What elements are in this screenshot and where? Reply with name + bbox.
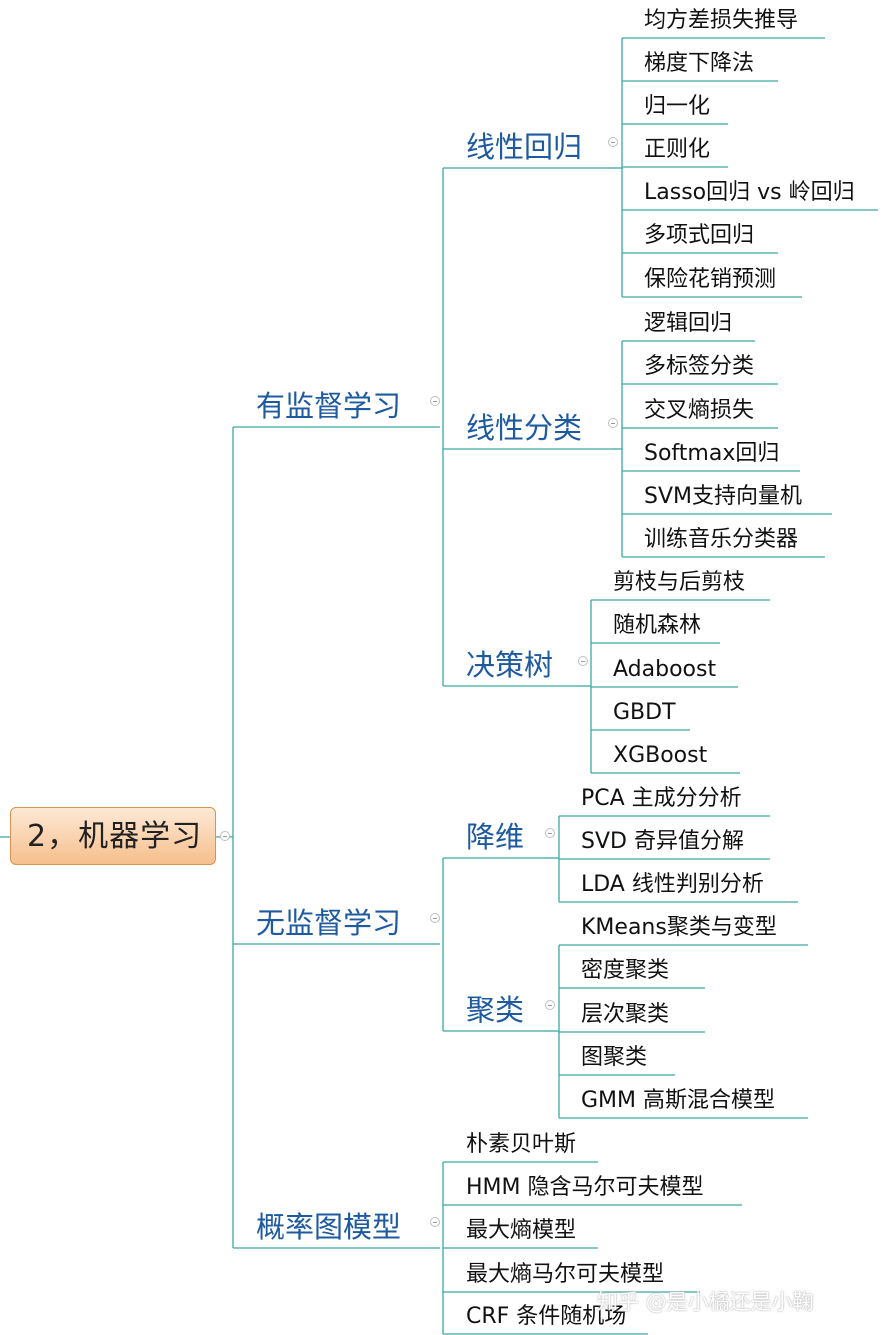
group-node[interactable]: 决策树 <box>466 648 554 682</box>
leaf-node[interactable]: 归一化 <box>644 94 711 119</box>
leaf-node[interactable]: 保险花销预测 <box>644 267 777 292</box>
leaf-node[interactable]: 剪枝与后剪枝 <box>613 570 746 595</box>
leaf-node[interactable]: SVD 奇异值分解 <box>581 829 744 854</box>
leaf-node[interactable]: GBDT <box>613 700 676 725</box>
collapse-toggle-group[interactable] <box>545 1000 555 1010</box>
leaf-node[interactable]: 图聚类 <box>581 1045 648 1070</box>
leaf-node[interactable]: 梯度下降法 <box>644 51 755 76</box>
branch-node[interactable]: 概率图模型 <box>256 1210 402 1244</box>
leaf-node[interactable]: 交叉熵损失 <box>644 398 755 423</box>
collapse-toggle-group[interactable] <box>545 828 555 838</box>
watermark: 知乎 @是小橘还是小鞠 <box>597 1290 814 1314</box>
leaf-node[interactable]: HMM 隐含马尔可夫模型 <box>466 1175 704 1200</box>
collapse-toggle-root[interactable] <box>220 831 230 841</box>
leaf-node[interactable]: 多项式回归 <box>644 223 755 248</box>
leaf-node[interactable]: KMeans聚类与变型 <box>581 915 777 940</box>
collapse-toggle-group[interactable] <box>578 656 588 666</box>
leaf-node[interactable]: 随机森林 <box>613 613 702 638</box>
leaf-node[interactable]: 密度聚类 <box>581 958 670 983</box>
group-node[interactable]: 降维 <box>466 820 525 854</box>
leaf-node[interactable]: 均方差损失推导 <box>644 8 799 33</box>
branch-node[interactable]: 无监督学习 <box>256 906 402 940</box>
leaf-node[interactable]: GMM 高斯混合模型 <box>581 1088 776 1113</box>
leaf-node[interactable]: LDA 线性判别分析 <box>581 872 764 897</box>
collapse-toggle-group[interactable] <box>608 137 618 147</box>
leaf-node[interactable]: Adaboost <box>613 657 717 682</box>
leaf-node[interactable]: 逻辑回归 <box>644 311 733 336</box>
group-node[interactable]: 聚类 <box>466 993 525 1027</box>
leaf-node[interactable]: 最大熵模型 <box>466 1218 577 1243</box>
group-node[interactable]: 线性分类 <box>466 411 583 445</box>
leaf-node[interactable]: CRF 条件随机场 <box>466 1304 627 1329</box>
group-node[interactable]: 线性回归 <box>466 130 583 164</box>
leaf-node[interactable]: PCA 主成分分析 <box>581 786 742 811</box>
leaf-node[interactable]: 层次聚类 <box>581 1002 670 1027</box>
leaf-node[interactable]: 最大熵马尔可夫模型 <box>466 1262 665 1287</box>
leaf-node[interactable]: 朴素贝叶斯 <box>466 1132 577 1157</box>
leaf-node[interactable]: Softmax回归 <box>644 441 780 466</box>
leaf-node[interactable]: Lasso回归 vs 岭回归 <box>644 180 855 205</box>
leaf-node[interactable]: 多标签分类 <box>644 354 755 379</box>
leaf-node[interactable]: 训练音乐分类器 <box>644 527 799 552</box>
collapse-toggle-branch[interactable] <box>430 1217 440 1227</box>
leaf-node[interactable]: SVM支持向量机 <box>644 484 802 509</box>
collapse-toggle-group[interactable] <box>608 418 618 428</box>
collapse-toggle-branch[interactable] <box>430 396 440 406</box>
root-node[interactable]: 2，机器学习 <box>10 807 216 865</box>
branch-node[interactable]: 有监督学习 <box>256 389 402 423</box>
collapse-toggle-branch[interactable] <box>430 913 440 923</box>
leaf-node[interactable]: XGBoost <box>613 743 708 768</box>
leaf-node[interactable]: 正则化 <box>644 137 711 162</box>
